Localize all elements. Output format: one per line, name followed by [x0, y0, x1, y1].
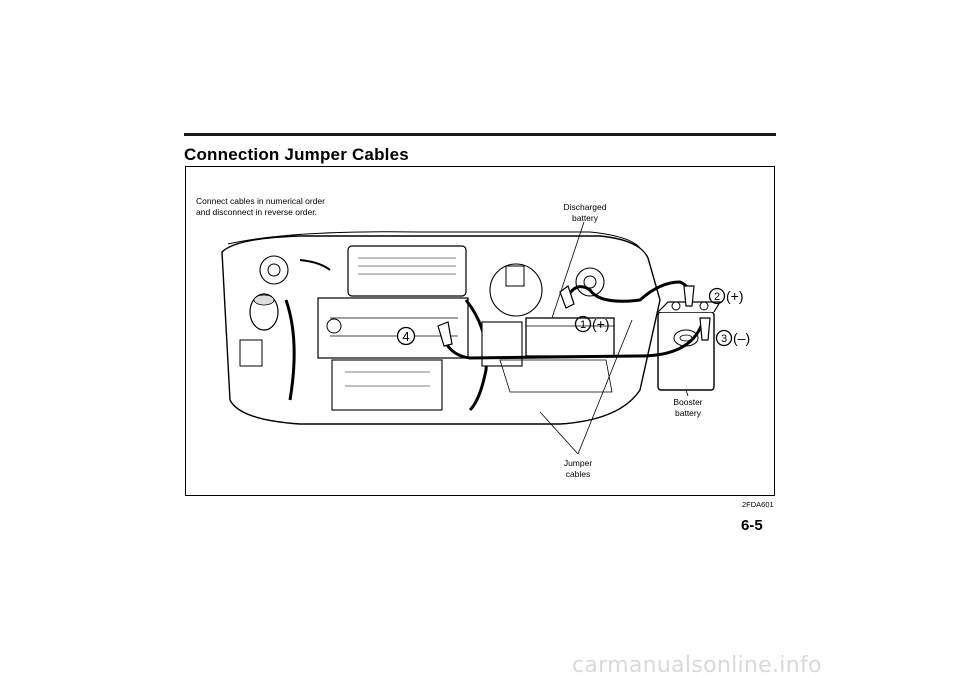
step-4-marker — [396, 326, 416, 346]
header-rule — [184, 133, 776, 136]
booster-battery-label: Booster battery — [673, 397, 703, 418]
jumper-cables-label: Jumper cables — [563, 458, 593, 479]
engine-bay-outline — [221, 235, 661, 425]
step-3-polarity: (–) — [733, 330, 750, 346]
left-strut-tower — [259, 255, 289, 285]
figure-instruction: Connect cables in numerical order and di… — [196, 196, 325, 218]
step-1-polarity: (+) — [592, 316, 610, 332]
engine-cover — [347, 245, 467, 297]
section-title: Connection Jumper Cables — [184, 145, 409, 164]
leader-discharged — [551, 221, 585, 319]
negative-cable — [442, 323, 704, 360]
step-2-number: 2 — [714, 291, 720, 303]
step-4-number: 4 — [402, 329, 409, 344]
leader-booster — [685, 389, 689, 397]
figure-frame — [185, 166, 775, 496]
step-1-marker — [574, 315, 592, 333]
step-2-marker — [708, 287, 726, 305]
air-filter-box — [481, 321, 523, 367]
leader-jumper-a — [539, 411, 579, 455]
leader-jumper-b — [577, 319, 633, 455]
clamp-1 — [559, 285, 575, 309]
right-strut-tower — [575, 267, 605, 297]
clamp-4 — [437, 321, 453, 347]
step-3-number: 3 — [721, 333, 727, 345]
instruction-line-2: and disconnect in reverse order. — [196, 207, 317, 217]
clamp-3 — [699, 317, 711, 341]
watermark: carmanualsonline.info — [572, 653, 822, 678]
instruction-line-1: Connect cables in numerical order — [196, 196, 325, 206]
step-3-marker — [715, 329, 733, 347]
step-2-polarity: (+) — [726, 288, 744, 304]
discharged-battery-label: Discharged battery — [563, 202, 607, 223]
page-number: 6-5 — [741, 517, 763, 534]
positive-cable — [564, 280, 692, 303]
figure-code: 2FDA601 — [742, 500, 774, 509]
step-1-number: 1 — [580, 319, 586, 331]
hood-edge — [227, 231, 641, 249]
intake-manifold — [331, 359, 443, 411]
discharged-battery — [525, 317, 615, 357]
cylinder-head — [317, 297, 469, 359]
clamp-2 — [683, 285, 695, 307]
brake-booster — [489, 263, 543, 317]
